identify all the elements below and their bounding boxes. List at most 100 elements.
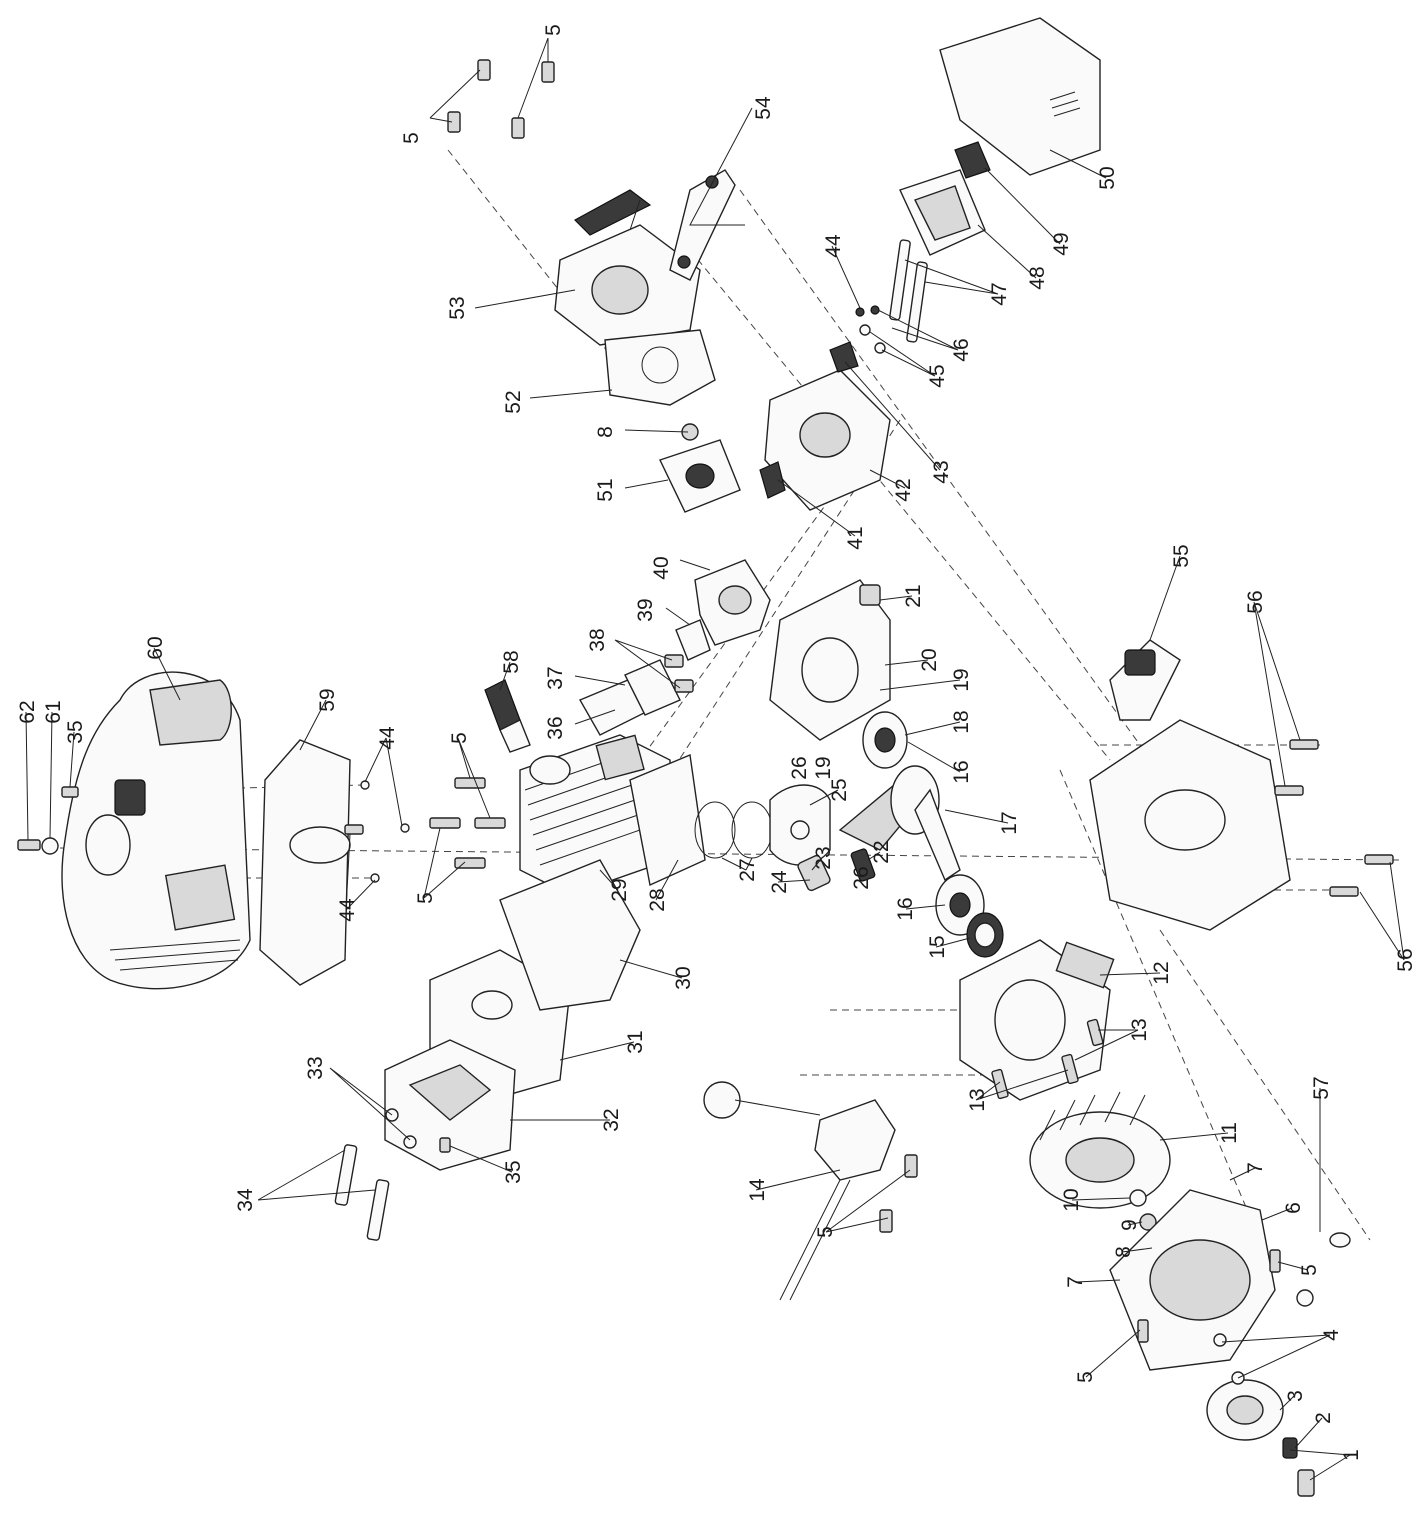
- part-number-label: 45: [926, 364, 949, 387]
- part-number-label: 37: [544, 666, 567, 689]
- air-filter-element-part: [899, 169, 986, 256]
- assembly-axes: [59, 149, 1401, 1241]
- part-number-label: 59: [316, 688, 339, 711]
- part-number-label: 33: [304, 1056, 327, 1079]
- air-filter-base-part: [759, 341, 891, 511]
- part-number-label: 32: [600, 1108, 623, 1131]
- part-number-label: 34: [234, 1188, 257, 1212]
- part-number-label: 48: [1026, 266, 1049, 289]
- carburetor-gasket-part: [675, 619, 711, 661]
- part-number-label: 41: [844, 526, 867, 549]
- part-number-label: 43: [930, 460, 953, 483]
- part-number-label: 15: [926, 935, 949, 958]
- part-number-label: 26: [850, 866, 873, 889]
- part-number-label: 8: [1112, 1246, 1135, 1258]
- intake-manifold-part: [578, 654, 694, 736]
- part-number-label: 60: [144, 636, 167, 659]
- part-number-label: 2: [1312, 1412, 1335, 1424]
- part-number-label: 30: [672, 966, 695, 989]
- part-number-label: 56: [1244, 590, 1267, 613]
- part-number-label: 12: [1150, 961, 1173, 984]
- part-number-label: 22: [870, 840, 893, 863]
- part-number-label: 26: [788, 756, 811, 779]
- cylinder-bolts-part: [429, 777, 506, 869]
- part-number-label: 1: [1340, 1449, 1363, 1461]
- part-number-label: 44: [376, 726, 399, 750]
- part-number-label: 44: [822, 234, 845, 258]
- part-number-label: 38: [586, 628, 609, 651]
- part-number-label: 7: [1064, 1276, 1087, 1288]
- part-number-label: 13: [1128, 1018, 1151, 1041]
- part-number-label: 35: [502, 1160, 525, 1183]
- leader-lines: [25, 37, 1405, 1481]
- part-number-label: 17: [998, 811, 1021, 834]
- part-number-label: 9: [1118, 1219, 1141, 1231]
- crankcase-upper-part: [769, 579, 891, 741]
- fuel-tank-part: [1089, 639, 1291, 931]
- part-number-label: 50: [1096, 166, 1119, 189]
- part-number-label: 6: [1282, 1202, 1305, 1214]
- top-screws-part: [447, 59, 555, 139]
- part-number-label: 35: [64, 720, 87, 743]
- muffler-cover-part: [384, 1039, 516, 1171]
- muffler-gasket-part: [499, 859, 641, 1011]
- part-number-label: 19: [950, 668, 973, 691]
- bearings-part: [862, 711, 1004, 958]
- part-number-label: 21: [902, 584, 925, 607]
- ignition-coil-part: [703, 1081, 918, 1301]
- part-number-label: 20: [918, 648, 941, 671]
- part-number-label: 18: [950, 710, 973, 733]
- part-number-label: 5: [542, 24, 565, 36]
- carburetor-part: [694, 559, 771, 646]
- part-number-label: 5: [448, 732, 471, 744]
- part-number-label: 55: [1170, 544, 1193, 567]
- recoil-starter-part: [554, 189, 701, 346]
- part-number-label: 5: [814, 1226, 837, 1238]
- part-number-label: 42: [892, 478, 915, 501]
- air-filter-cover-part: [939, 17, 1101, 176]
- part-number-label: 8: [594, 426, 617, 438]
- part-number-label: 39: [634, 598, 657, 621]
- part-number-label: 36: [544, 716, 567, 739]
- part-number-label: 46: [950, 338, 973, 361]
- part-number-label: 16: [950, 760, 973, 783]
- part-number-label: 11: [1218, 1122, 1241, 1144]
- choke-lever-part: [954, 141, 991, 179]
- part-number-label: 57: [1310, 1076, 1333, 1099]
- heat-shield-plate-part: [259, 739, 351, 986]
- part-number-label: 56: [1394, 948, 1417, 971]
- part-number-label: 5: [414, 892, 437, 904]
- part-callout-labels: 1234567789101112131314551516161718191920…: [16, 24, 1417, 1461]
- part-number-label: 52: [502, 390, 525, 413]
- part-number-label: 5: [1074, 1371, 1097, 1383]
- crankshaft-part: [838, 765, 961, 882]
- crankcase-lower-part: [959, 939, 1115, 1101]
- part-number-label: 51: [594, 478, 617, 501]
- part-number-label: 24: [768, 870, 791, 894]
- clutch-part: [1206, 1333, 1315, 1497]
- part-number-label: 54: [752, 96, 775, 120]
- part-number-label: 19: [812, 756, 835, 779]
- part-number-label: 3: [1284, 1390, 1307, 1402]
- part-number-label: 14: [746, 1178, 769, 1202]
- spark-plug-part: [484, 679, 531, 753]
- flywheel-part: [1029, 1091, 1171, 1209]
- part-number-label: 31: [624, 1030, 647, 1053]
- part-number-label: 62: [16, 700, 39, 723]
- part-number-label: 7: [1244, 1162, 1267, 1174]
- part-number-label: 28: [646, 888, 669, 911]
- part-number-label: 25: [828, 778, 851, 801]
- washer-part: [1329, 1232, 1351, 1248]
- cylinder-gasket-part: [629, 754, 706, 887]
- filter-block-part: [659, 423, 741, 513]
- starter-gasket-part: [604, 329, 716, 406]
- part-number-label: 27: [736, 858, 759, 881]
- clutch-housing-part: [1109, 1189, 1314, 1371]
- tank-bolts-part: [1274, 739, 1394, 897]
- part-number-label: 5: [400, 132, 423, 144]
- part-number-label: 13: [966, 1088, 989, 1111]
- part-number-label: 58: [500, 650, 523, 673]
- front-cover-part: [61, 671, 251, 990]
